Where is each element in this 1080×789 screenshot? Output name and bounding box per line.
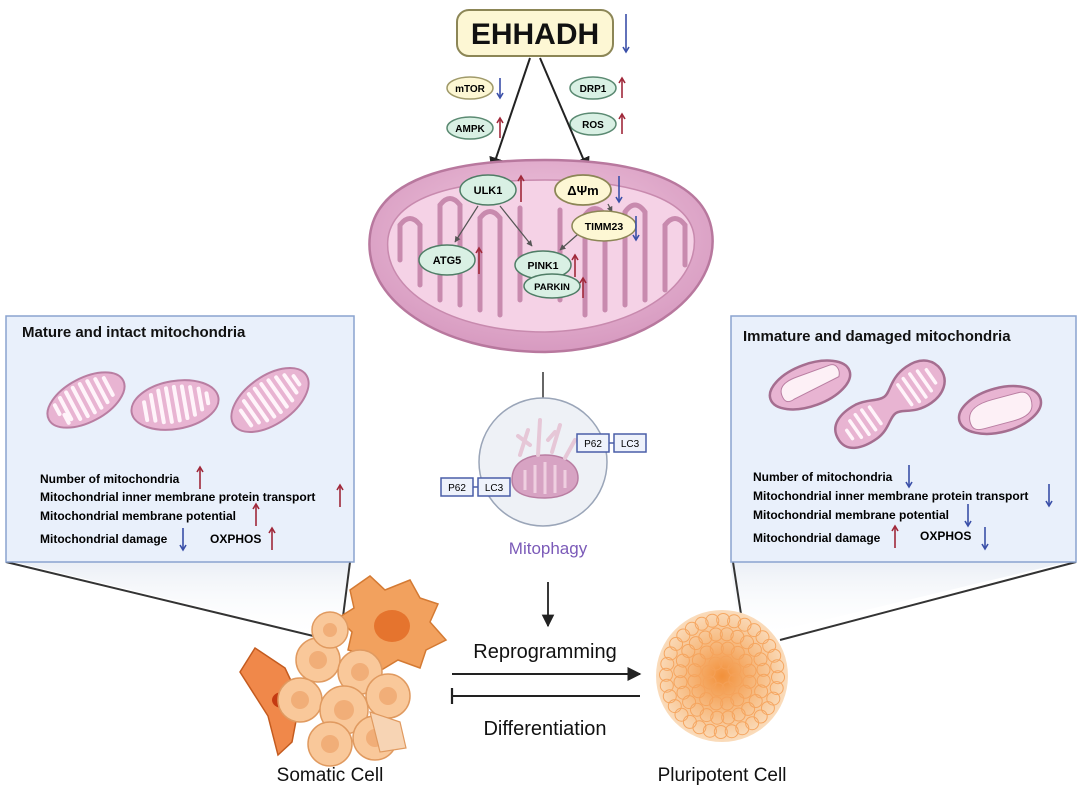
left-item-3: Mitochondrial membrane potential	[40, 509, 236, 523]
mtor-down-arrow	[496, 78, 504, 100]
ehhadh-to-dpsim-arrow	[539, 57, 590, 172]
p62-label-1: P62	[584, 439, 602, 450]
lc3-label-1: LC3	[621, 439, 640, 450]
ehhadh-box	[456, 9, 614, 57]
mtor-label: mTOR	[455, 84, 486, 95]
pink1-up-arrow	[571, 253, 579, 277]
delta-psi-m-node	[554, 174, 612, 206]
ros-up-arrow	[618, 112, 626, 134]
ampk-label: AMPK	[455, 124, 485, 135]
ulk1-node	[459, 174, 517, 206]
left-item-1-up-arrow	[196, 465, 204, 489]
pluripotent-cell-label: Pluripotent Cell	[658, 765, 787, 786]
pink1-label: PINK1	[528, 260, 559, 272]
left-item-2: Mitochondrial inner membrane protein tra…	[40, 490, 315, 504]
right-item-1: Number of mitochondria	[753, 470, 893, 484]
right-panel-title: Immature and damaged mitochondria	[743, 328, 1011, 345]
parkin-label: PARKIN	[534, 282, 570, 293]
ulk1-up-arrow	[517, 174, 525, 202]
ehhadh-label: EHHADH	[471, 18, 599, 51]
ampk-node	[446, 116, 494, 140]
right-item-4-up-arrow	[891, 524, 899, 548]
timm23-label: TIMM23	[585, 221, 624, 233]
left-item-3-up-arrow	[252, 502, 260, 526]
left-item-1: Number of mitochondria	[40, 472, 180, 486]
drp1-node	[569, 76, 617, 100]
right-panel	[730, 315, 1077, 563]
pluripotent-colony	[656, 610, 788, 742]
intact-mitochondria	[46, 367, 310, 433]
ulk1-to-atg5-arrow	[454, 205, 479, 243]
right-item-5: OXPHOS	[920, 529, 971, 543]
p62-label-2: P62	[448, 483, 466, 494]
ros-label: ROS	[582, 120, 604, 131]
right-item-2-down-arrow	[1045, 484, 1053, 508]
delta-psi-m-label: ΔΨm	[567, 183, 598, 198]
ulk1-to-pink1-arrow	[499, 205, 533, 247]
differentiation-label: Differentiation	[483, 718, 606, 740]
right-item-5-down-arrow	[981, 527, 989, 551]
left-item-4: Mitochondrial damage	[40, 532, 168, 546]
parkin-up-arrow	[579, 276, 587, 298]
right-item-2: Mitochondrial inner membrane protein tra…	[753, 489, 1028, 503]
atg5-up-arrow	[475, 246, 483, 274]
mitophagy-label: Mitophagy	[509, 539, 588, 558]
left-panel-title: Mature and intact mitochondria	[22, 324, 246, 341]
left-panel	[5, 315, 355, 563]
lc3-label-2: LC3	[485, 483, 504, 494]
left-item-5-up-arrow	[268, 526, 276, 550]
left-cone-edge	[5, 561, 331, 641]
delta-psi-m-down-arrow	[615, 176, 623, 204]
ros-node	[569, 112, 617, 136]
left-cone	[6, 560, 350, 640]
left-item-5: OXPHOS	[210, 532, 261, 546]
right-item-4: Mitochondrial damage	[753, 531, 881, 545]
timm23-down-arrow	[632, 216, 640, 242]
right-item-1-down-arrow	[905, 465, 913, 489]
atg5-label: ATG5	[433, 255, 462, 267]
somatic-cell-label: Somatic Cell	[277, 765, 384, 786]
drp1-label: DRP1	[580, 84, 607, 95]
right-cone	[730, 560, 1076, 640]
atg5-node	[418, 244, 476, 276]
left-item-4-down-arrow	[179, 528, 187, 552]
right-cone-edge2	[779, 561, 1077, 641]
ampk-up-arrow	[496, 116, 504, 138]
ehhadh-down-arrow	[622, 14, 630, 54]
right-item-3-down-arrow	[964, 504, 972, 528]
reprogramming-label: Reprogramming	[473, 641, 616, 663]
ulk1-label: ULK1	[474, 185, 503, 197]
parkin-node	[523, 273, 581, 299]
somatic-cell-cluster	[239, 575, 448, 767]
damaged-mitochondria	[768, 359, 1043, 449]
engulfed-mitochondrion	[511, 418, 579, 499]
mtor-node	[446, 76, 494, 100]
left-item-2-up-arrow	[336, 483, 344, 507]
ehhadh-to-ulk1-arrow	[489, 57, 531, 172]
drp1-up-arrow	[618, 76, 626, 98]
right-item-3: Mitochondrial membrane potential	[753, 508, 949, 522]
